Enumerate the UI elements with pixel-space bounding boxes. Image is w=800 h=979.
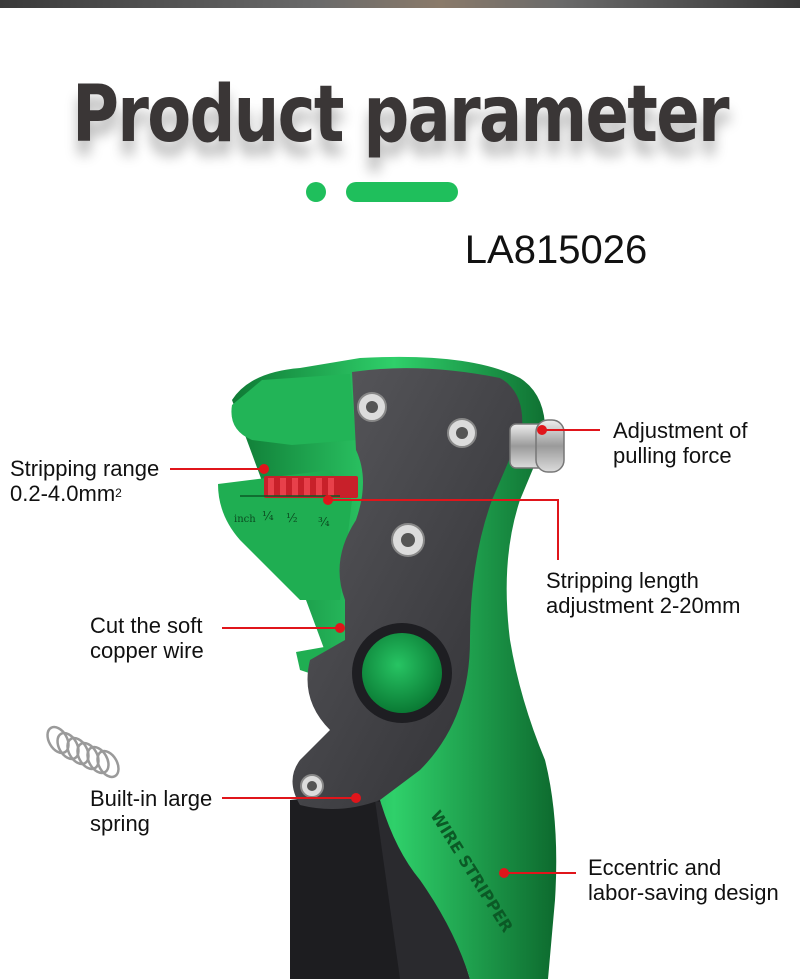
callout-spring: Built-in large spring	[90, 786, 212, 836]
callout-eccentric-line2: labor-saving design	[588, 880, 779, 905]
callout-cut-wire: Cut the soft copper wire	[90, 613, 204, 663]
svg-text:inch: inch	[234, 514, 256, 525]
callout-stripping-range: Stripping range 0.2-4.0mm2	[10, 456, 159, 506]
callout-stripping-length: Stripping length adjustment 2-20mm	[546, 568, 740, 618]
callout-length-line2: adjustment 2-20mm	[546, 593, 741, 618]
green-push-button-cap	[362, 633, 442, 713]
callout-stripping-range-line2: 0.2-4.0mm2	[10, 481, 122, 506]
page-title: Product parameter	[72, 70, 729, 160]
callout-eccentric: Eccentric and labor-saving design	[588, 855, 779, 905]
svg-text:¾: ¾	[318, 515, 330, 529]
green-upper-tip	[231, 374, 356, 445]
svg-text:¼: ¼	[262, 509, 274, 523]
callout-length-line1: Stripping length	[546, 568, 699, 593]
rivets	[300, 392, 477, 798]
gray-blade-plate	[292, 368, 523, 809]
callout-cut-line2: copper wire	[90, 638, 204, 663]
callout-adjust-force-line1: Adjustment of	[613, 418, 748, 443]
black-handle	[290, 790, 410, 979]
callout-lines	[170, 429, 600, 874]
callout-dots	[259, 425, 547, 878]
svg-text:½: ½	[286, 511, 298, 525]
callout-eccentric-line1: Eccentric and	[588, 855, 722, 880]
red-blade-teeth	[264, 476, 358, 498]
spring-icon	[46, 725, 120, 779]
decor-dot	[306, 182, 326, 202]
callout-adjust-force-line2: pulling force	[613, 443, 732, 468]
callout-spring-line1: Built-in large	[90, 786, 213, 811]
callout-spring-line2: spring	[90, 811, 150, 836]
inch-scale: inch ¼ ½ ¾	[234, 495, 340, 529]
callout-stripping-range-line1: Stripping range	[10, 456, 160, 481]
green-lower-jaw	[218, 470, 352, 600]
superscript: 2	[115, 486, 122, 500]
callout-cut-line1: Cut the soft	[90, 613, 203, 638]
callout-adjust-force: Adjustment of pulling force	[613, 418, 748, 468]
adjustment-knob	[509, 419, 565, 473]
top-bar	[0, 0, 800, 8]
decor-pill	[346, 182, 458, 202]
model-number: LA815026	[464, 228, 648, 272]
